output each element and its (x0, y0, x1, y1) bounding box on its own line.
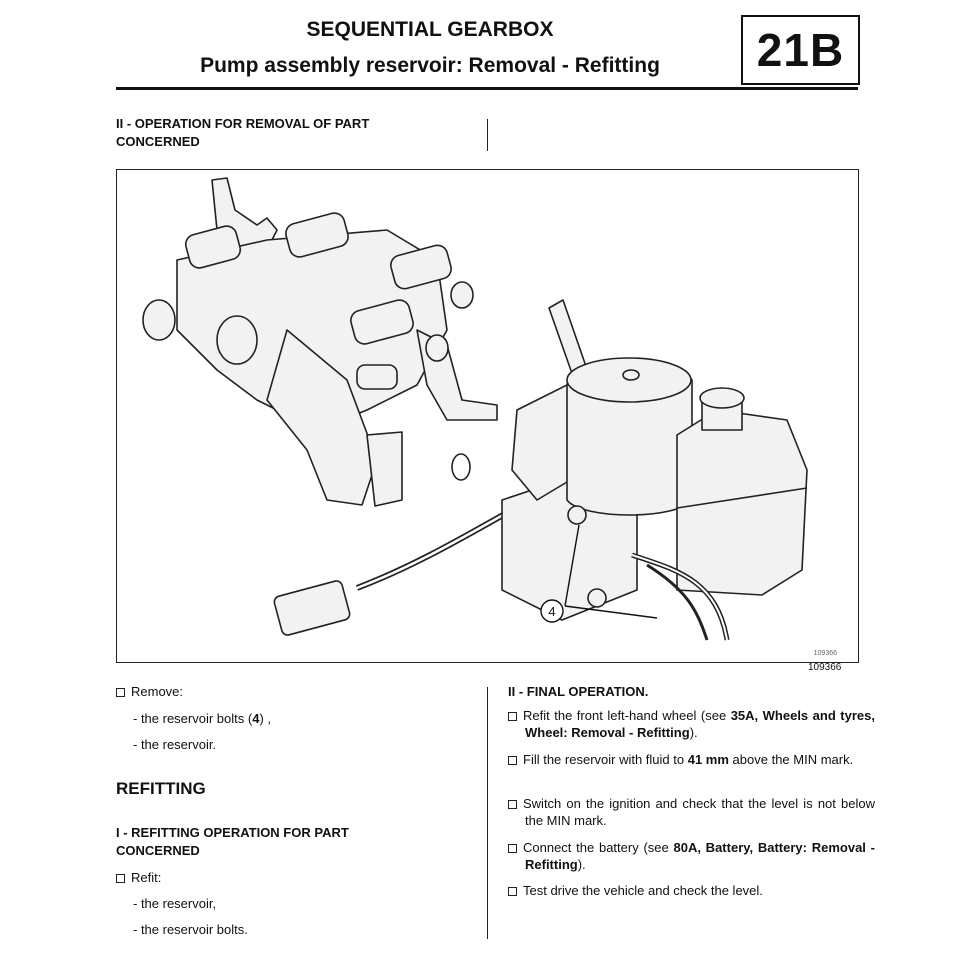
document-title: SEQUENTIAL GEARBOX (306, 18, 554, 41)
document-subtitle: Pump assembly reservoir: Removal - Refit… (200, 54, 660, 77)
final-step-reference: 80A, Battery, Battery: Removal - Refitti… (525, 840, 875, 872)
callout-circle (540, 599, 564, 623)
solenoid-5 (356, 364, 398, 390)
final-step-text: Connect the battery (see (523, 840, 674, 855)
header-rule (116, 87, 858, 90)
support-arm (266, 329, 378, 506)
final-step-text-end: ). (577, 857, 586, 872)
fluid-reservoir (676, 409, 808, 596)
refit-item-reservoir: - the reservoir, (133, 896, 217, 911)
removal-heading: II - OPERATION FOR REMOVAL OF PART CONCE… (116, 116, 370, 149)
harness-connector (273, 580, 351, 636)
valve-port (216, 315, 258, 365)
checkbox-bullet-icon (116, 874, 125, 883)
checkbox-bullet-icon (508, 712, 517, 721)
pump-assembly-drawing: 4 109366 (142, 177, 837, 657)
refitting-heading: REFITTING (116, 779, 206, 798)
final-step-text: Refit the front left-hand wheel (see (523, 708, 731, 723)
pump-assembly-figure: 4 109366 (116, 169, 859, 663)
checkbox-bullet-icon (508, 800, 517, 809)
final-step-text: Switch on the ignition and check that th… (523, 796, 875, 828)
checkbox-bullet-icon (508, 844, 517, 853)
callout-leader-1 (564, 524, 580, 607)
remove-item1-prefix: - the reservoir bolts ( (133, 711, 253, 726)
solenoid-end-2 (425, 334, 449, 362)
remove-label: Remove: (131, 684, 184, 699)
final-step-3: Switch on the ignition and check that th… (508, 795, 875, 829)
solenoid-1 (184, 225, 242, 269)
checkbox-bullet-icon (508, 756, 517, 765)
final-step-2: Fill the reservoir with fluid to 41 mm a… (508, 751, 875, 768)
final-step-text-end: ). (689, 725, 698, 740)
refit-step: Refit: (116, 869, 161, 886)
refit-operation-heading: I - REFITTING OPERATION FOR PART CONCERN… (116, 825, 349, 858)
final-step-reference: 41 mm (687, 752, 729, 767)
refit-label: Refit: (131, 870, 162, 885)
remove-step: Remove: (116, 683, 183, 700)
figure-id-inner: 109366 (814, 650, 837, 657)
remove-item-bolts: - the reservoir bolts (4) , (133, 710, 271, 727)
remove-item1-suffix: ) , (259, 711, 271, 726)
reservoir-bolt-lower (587, 588, 607, 608)
final-operation-heading: II - FINAL OPERATION. (508, 684, 649, 699)
solenoid-4 (350, 299, 414, 345)
final-step-5: Test drive the vehicle and check the lev… (508, 882, 875, 899)
callout-label: 4 (548, 604, 555, 619)
reservoir-bolt-upper (567, 505, 587, 525)
seal-ring (451, 453, 471, 481)
checkbox-bullet-icon (116, 688, 125, 697)
solenoid-end-1 (450, 281, 474, 309)
column-divider-bottom (487, 687, 488, 939)
checkbox-bullet-icon (508, 887, 517, 896)
solenoid-2 (285, 212, 349, 258)
callout-leader-2 (564, 605, 658, 619)
section-badge: 21B (741, 15, 860, 85)
remove-item-reservoir: - the reservoir. (133, 737, 217, 752)
bracket-foot (366, 431, 403, 507)
return-pipe (646, 563, 709, 641)
pump-motor-cap (622, 369, 640, 381)
final-step-text: Test drive the vehicle and check the lev… (523, 883, 763, 898)
remove-item1-ref: 4 (252, 711, 260, 726)
figure-reference-number: 109366 (808, 662, 842, 673)
column-divider-top (487, 119, 488, 151)
final-step-1: Refit the front left-hand wheel (see 35A… (508, 707, 875, 741)
solenoid-3 (390, 244, 452, 290)
final-step-text: Fill the reservoir with fluid to (523, 752, 688, 767)
reservoir-filler-cap (699, 387, 745, 409)
final-step-reference: 35A, Wheels and tyres, Wheel: Removal - … (525, 708, 875, 740)
final-step-text-end: above the MIN mark. (728, 752, 854, 767)
refit-item-bolts: - the reservoir bolts. (133, 922, 248, 937)
final-step-4: Connect the battery (see 80A, Battery, B… (508, 839, 875, 873)
end-cap-left (142, 299, 176, 341)
